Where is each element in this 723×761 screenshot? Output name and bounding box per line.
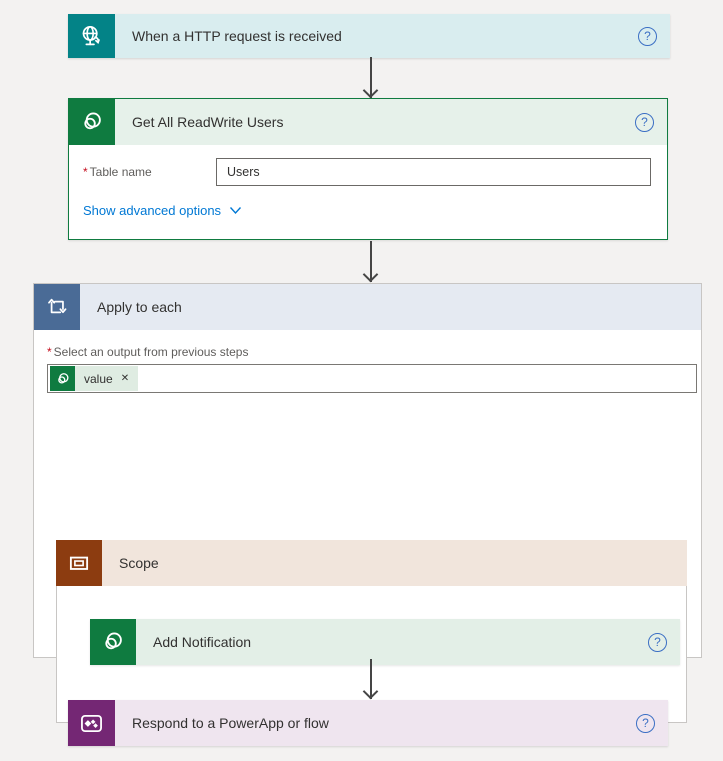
help-icon[interactable]: ?: [636, 713, 655, 733]
help-icon[interactable]: ?: [635, 112, 654, 132]
scope-header[interactable]: Scope: [56, 540, 687, 586]
token-label-area: value ✕: [75, 366, 139, 391]
value-token: value ✕: [50, 366, 139, 391]
http-request-globe-icon: [68, 14, 115, 58]
scope-icon: [56, 540, 102, 586]
help-glyph: ?: [644, 29, 651, 43]
dataverse-icon: [90, 619, 136, 665]
get-users-title: Get All ReadWrite Users: [132, 114, 284, 130]
help-icon[interactable]: ?: [648, 632, 667, 652]
apply-to-each-title: Apply to each: [97, 299, 182, 315]
http-trigger-title: When a HTTP request is received: [132, 28, 342, 44]
powerapps-icon: [68, 700, 115, 746]
remove-token-button[interactable]: ✕: [120, 372, 130, 384]
dataverse-token-icon: [50, 366, 75, 391]
token-label: value: [84, 371, 113, 386]
add-notification-header[interactable]: Add Notification ?: [90, 619, 680, 665]
card-respond-to-powerapp: Respond to a PowerApp or flow ?: [68, 700, 668, 746]
table-name-field-row: *Table name: [83, 158, 651, 186]
add-notification-title: Add Notification: [153, 634, 252, 650]
table-name-label: *Table name: [83, 165, 152, 179]
table-name-input[interactable]: [216, 158, 651, 186]
get-users-header[interactable]: Get All ReadWrite Users ?: [69, 99, 667, 145]
required-marker: *: [47, 345, 52, 359]
select-output-label: *Select an output from previous steps: [47, 345, 249, 359]
respond-header[interactable]: Respond to a PowerApp or flow ?: [68, 700, 668, 746]
chevron-down-icon: [230, 207, 242, 215]
apply-to-each-container: Apply to each *Select an output from pre…: [33, 283, 702, 723]
help-glyph: ?: [641, 115, 648, 129]
loop-icon: [34, 284, 80, 330]
connector-arrow-2: [370, 241, 372, 282]
show-advanced-options-link[interactable]: Show advanced options: [83, 203, 242, 218]
apply-to-each-body: *Select an output from previous steps va…: [34, 330, 701, 723]
dataverse-icon: [69, 99, 115, 145]
respond-title: Respond to a PowerApp or flow: [132, 715, 329, 731]
select-output-token-input[interactable]: value ✕: [47, 364, 697, 393]
apply-to-each-header[interactable]: Apply to each: [34, 284, 701, 330]
help-glyph: ?: [654, 635, 661, 649]
connector-arrow-1: [370, 57, 372, 98]
help-glyph: ?: [642, 716, 649, 730]
show-advanced-options-label: Show advanced options: [83, 203, 222, 218]
connector-arrow-3: [370, 659, 372, 699]
card-get-all-readwrite-users: Get All ReadWrite Users ? *Table name Sh…: [68, 98, 668, 240]
scope-title: Scope: [119, 555, 159, 571]
card-add-notification: Add Notification ?: [90, 619, 680, 665]
help-icon[interactable]: ?: [638, 26, 657, 46]
required-marker: *: [83, 165, 88, 179]
http-trigger-header[interactable]: When a HTTP request is received ?: [68, 14, 670, 58]
card-http-trigger: When a HTTP request is received ?: [68, 14, 670, 58]
